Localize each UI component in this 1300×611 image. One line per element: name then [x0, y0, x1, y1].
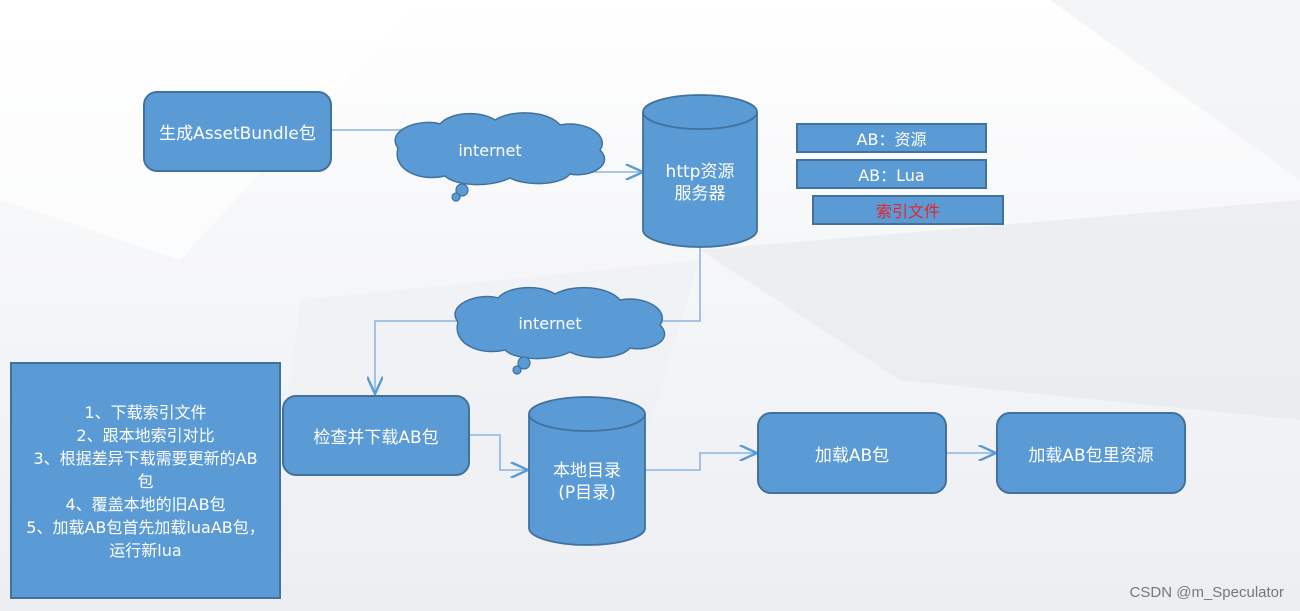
local-directory-label: 本地目录 (P目录) [553, 461, 621, 503]
step-item: 3、根据差异下载需要更新的AB包 [33, 449, 258, 491]
ab-lua-label: AB：Lua [858, 166, 925, 185]
watermark: CSDN @m_Speculator [1129, 584, 1284, 601]
step-item: 4、覆盖本地的旧AB包 [65, 495, 226, 514]
step-item: 1、下载索引文件 [84, 403, 207, 422]
step-item: 5、加载AB包首先加载luaAB包，运行新lua [26, 518, 265, 560]
cloud-middle [454, 286, 666, 375]
load-ab-box: 加载AB包 [757, 412, 947, 494]
load-resources-box: 加载AB包里资源 [996, 412, 1186, 494]
cloud-middle-label: internet [518, 314, 582, 333]
generate-assetbundle-box: 生成AssetBundle包 [143, 91, 332, 172]
step-item: 2、跟本地索引对比 [76, 426, 215, 445]
local-directory-cylinder [528, 396, 646, 546]
arrow-local-to-load [645, 453, 757, 471]
check-download-box: 检查并下载AB包 [282, 395, 470, 476]
cloud-top [394, 112, 606, 202]
load-resources-label: 加载AB包里资源 [1028, 445, 1154, 466]
index-file-box: 索引文件 [812, 195, 1004, 225]
update-steps-box: 1、下载索引文件 2、跟本地索引对比 3、根据差异下载需要更新的AB包 4、覆盖… [10, 362, 281, 599]
ab-lua-box: AB：Lua [796, 159, 987, 189]
ab-resources-box: AB：资源 [796, 123, 987, 153]
ab-resources-label: AB：资源 [856, 130, 927, 149]
http-server-cylinder [642, 94, 758, 248]
arrow-check-to-local [470, 434, 528, 470]
cloud-top-label: internet [458, 141, 522, 160]
generate-assetbundle-label: 生成AssetBundle包 [159, 124, 316, 144]
check-download-label: 检查并下载AB包 [313, 428, 439, 448]
http-server-label: http资源 服务器 [665, 162, 735, 204]
load-ab-label: 加载AB包 [814, 445, 890, 466]
arrow-server-to-check [662, 246, 701, 322]
index-file-label: 索引文件 [875, 202, 940, 221]
